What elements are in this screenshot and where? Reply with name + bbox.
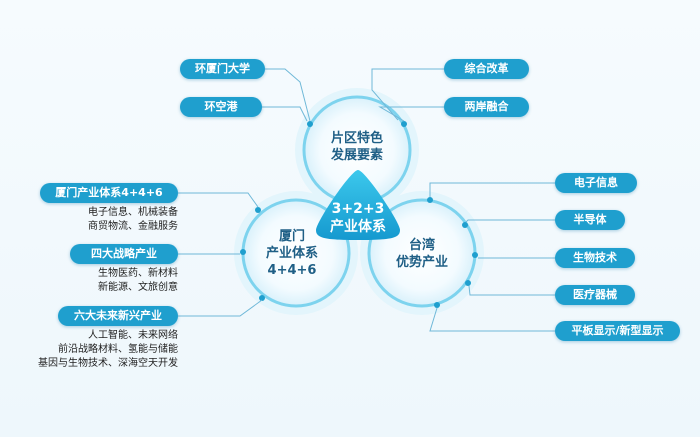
left-group-2-lines: 生物医药、新材料 新能源、文旅创意 <box>40 267 178 295</box>
center-label: 3+2+3 产业体系 <box>318 200 398 236</box>
circle-left-line2: 产业体系 <box>265 246 318 261</box>
left-group-2-title: 四大战略产业 <box>70 244 178 264</box>
pill-top-right-1: 综合改革 <box>444 59 529 79</box>
left-group-1-line-2: 商贸物流、金融服务 <box>88 221 178 232</box>
left-group-3-line-3: 基因与生物技术、深海空天开发 <box>38 358 178 369</box>
circle-right-line2: 优势产业 <box>395 255 448 270</box>
center-line2: 产业体系 <box>330 219 386 235</box>
circle-top-line2: 发展要素 <box>330 148 383 163</box>
pill-right-1: 电子信息 <box>555 173 637 193</box>
pill-top-right-2: 两岸融合 <box>444 97 529 117</box>
left-group-1-line-1: 电子信息、机械装备 <box>88 207 178 218</box>
left-group-3-line-2: 前沿战略材料、氢能与储能 <box>58 344 178 355</box>
pill-top-left-1: 环厦门大学 <box>180 59 265 79</box>
center-line1: 3+2+3 <box>331 201 385 217</box>
left-group-1-lines: 电子信息、机械装备 商贸物流、金融服务 <box>40 206 178 234</box>
left-group-3-title: 六大未来新兴产业 <box>58 306 178 326</box>
left-group-1-title: 厦门产业体系4+4+6 <box>40 183 178 203</box>
circle-right-line1: 台湾 <box>408 238 435 253</box>
circle-left-line1: 厦门 <box>278 229 305 244</box>
left-group-2-line-2: 新能源、文旅创意 <box>98 282 178 293</box>
pill-right-3: 生物技术 <box>555 248 635 268</box>
left-group-2-line-1: 生物医药、新材料 <box>98 268 178 279</box>
circle-top-line1: 片区特色 <box>330 131 383 146</box>
left-group-3-line-1: 人工智能、未来网络 <box>88 330 178 341</box>
pill-right-2: 半导体 <box>555 210 625 230</box>
pill-right-4: 医疗器械 <box>555 285 635 305</box>
pill-top-left-2: 环空港 <box>180 97 262 117</box>
center-triangle <box>316 170 400 240</box>
left-group-3-lines: 人工智能、未来网络 前沿战略材料、氢能与储能 基因与生物技术、深海空天开发 <box>8 329 178 371</box>
circle-left-label: 厦门 产业体系 4+4+6 <box>252 228 332 279</box>
circle-top-label: 片区特色 发展要素 <box>317 130 397 164</box>
circle-right-label: 台湾 优势产业 <box>382 237 462 271</box>
pill-right-5: 平板显示/新型显示 <box>555 321 680 341</box>
circle-left-line3: 4+4+6 <box>267 263 317 278</box>
